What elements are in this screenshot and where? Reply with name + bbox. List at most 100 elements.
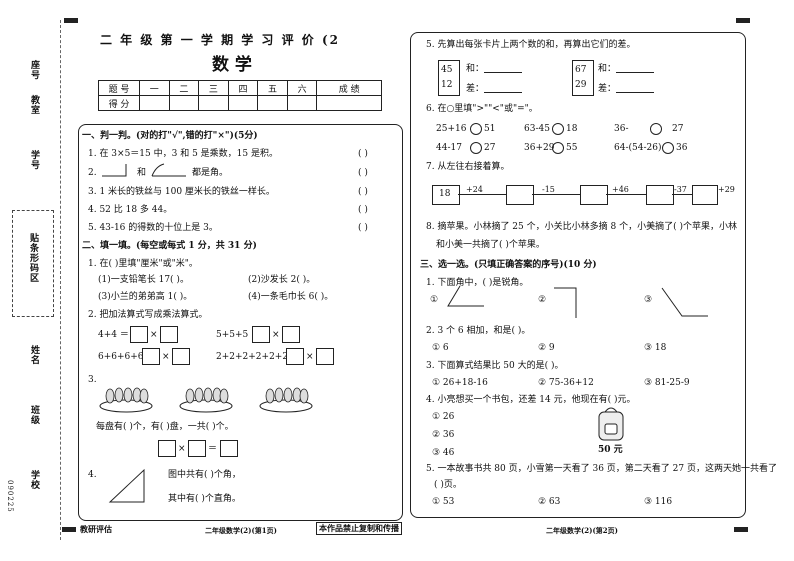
compare-circle[interactable] — [552, 123, 564, 135]
copyright-stamp: 本作品禁止复制和传播 — [316, 522, 402, 535]
score-cell[interactable] — [168, 95, 200, 111]
answer-box[interactable] — [286, 348, 304, 365]
choice-q4[interactable]: 4. 小亮想买一个书包，还差 14 元，他现在有( )元。 — [426, 395, 636, 405]
left-panel — [78, 124, 403, 521]
choice-q4-opt3[interactable]: ③ 46 — [432, 448, 455, 458]
fill-q1: 1. 在( )里填"厘米"或"米"。 — [88, 259, 198, 269]
page1-footer: 二年级数学(2)(第1页) — [205, 526, 277, 535]
chain-box[interactable] — [506, 185, 534, 205]
angle-option-2 — [554, 287, 577, 318]
times-sign: × — [178, 444, 186, 454]
answer-box[interactable] — [188, 440, 206, 457]
compare-left: 63-45 — [524, 124, 550, 134]
score-cell[interactable] — [139, 95, 170, 111]
sum-blank[interactable] — [484, 72, 522, 73]
choice-q2[interactable]: 2. 3 个 6 相加，和是( )。 — [426, 326, 531, 336]
compare-circle[interactable] — [552, 142, 564, 154]
choice-q3-opt2[interactable]: ② 75-36+12 — [538, 378, 594, 388]
score-col: 成 绩 — [316, 80, 382, 96]
option-2[interactable]: ② — [538, 295, 547, 305]
compare-circle[interactable] — [470, 123, 482, 135]
choice-q5-line2[interactable]: ( )页。 — [434, 480, 462, 490]
section3-title: 三、选一选。(只填正确答案的序号)(10 分) — [420, 260, 597, 270]
chain-op: +29 — [718, 185, 735, 194]
answer-paren[interactable]: ( ) — [358, 205, 368, 215]
answer-box[interactable] — [220, 440, 238, 457]
score-cell[interactable] — [286, 95, 318, 111]
judge-q2-num: 2. — [88, 168, 97, 178]
q8-line2[interactable]: 和小美一共摘了( )个苹果。 — [436, 240, 545, 250]
judge-q2-and: 和 — [137, 168, 147, 178]
compare-circle[interactable] — [662, 142, 674, 154]
serial-number: 090225 — [6, 480, 14, 513]
compare-circle[interactable] — [470, 142, 482, 154]
chain-box[interactable] — [692, 185, 718, 205]
choice-q5-opt2[interactable]: ② 63 — [538, 497, 561, 507]
choice-q3-opt3[interactable]: ③ 81-25-9 — [644, 378, 690, 388]
fill-q3: 3. — [88, 375, 97, 385]
name-label: 姓名 — [29, 345, 39, 365]
answer-box[interactable] — [282, 326, 300, 343]
choice-q4-opt2[interactable]: ② 36 — [432, 430, 455, 440]
diff-blank[interactable] — [484, 92, 522, 93]
diff-blank[interactable] — [616, 92, 654, 93]
choice-q2-opt1[interactable]: ① 6 — [432, 343, 449, 353]
choice-q3[interactable]: 3. 下面算式结果比 50 大的是( )。 — [426, 361, 564, 371]
judge-q5: 5. 43-16 的得数的十位上是 3。 — [88, 223, 218, 233]
fill-q1a[interactable]: (1)一支铅笔长 17( )。 — [98, 275, 189, 285]
footer-left-text: 教研评估 — [80, 524, 112, 534]
answer-paren[interactable]: ( ) — [358, 168, 368, 178]
option-1[interactable]: ① — [430, 295, 439, 305]
angle-option-1 — [447, 285, 484, 307]
choice-q2-opt3[interactable]: ③ 18 — [644, 343, 667, 353]
answer-paren[interactable]: ( ) — [358, 187, 368, 197]
chain-box[interactable] — [580, 185, 608, 205]
fill-q1b[interactable]: (2)沙发长 2( )。 — [248, 275, 316, 285]
times-sign: × — [272, 330, 280, 340]
choice-q3-opt1[interactable]: ① 26+18-16 — [432, 378, 488, 388]
judge-q3: 3. 1 米长的铁丝与 100 厘米长的铁丝一样长。 — [88, 187, 275, 197]
choice-q5-opt3[interactable]: ③ 116 — [644, 497, 673, 507]
page2-footer: 二年级数学(2)(第2页) — [546, 526, 618, 535]
answer-paren[interactable]: ( ) — [358, 149, 368, 159]
footer-mark — [734, 527, 748, 532]
answer-box[interactable] — [158, 440, 176, 457]
times-sign: × — [150, 330, 158, 340]
compare-right: 27 — [672, 124, 684, 134]
choice-q5-opt1[interactable]: ① 53 — [432, 497, 455, 507]
answer-box[interactable] — [172, 348, 190, 365]
score-cell[interactable] — [198, 95, 229, 111]
chain-start-value: 18 — [439, 189, 451, 199]
score-cell[interactable] — [257, 95, 288, 111]
choice-q2-opt2[interactable]: ② 9 — [538, 343, 555, 353]
pear-plate-icon — [179, 387, 233, 413]
chain-box[interactable] — [646, 185, 674, 205]
card-number: 12 — [441, 80, 453, 90]
diff-label: 差： — [598, 84, 617, 94]
fill-q1c[interactable]: (3)小兰的弟弟高 1( )。 — [98, 292, 193, 302]
compare-left: 36- — [614, 124, 629, 134]
answer-box[interactable] — [160, 326, 178, 343]
answer-box[interactable] — [130, 326, 148, 343]
choice-q4-opt1[interactable]: ① 26 — [432, 412, 455, 422]
score-cell[interactable] — [227, 95, 259, 111]
fill-q4a[interactable]: 图中共有( )个角， — [168, 470, 241, 480]
q8-line1[interactable]: 8. 摘苹果。小林摘了 25 个，小关比小林多摘 8 个，小美摘了( )个苹果，… — [426, 222, 737, 232]
score-col: 四 — [227, 80, 259, 96]
fill-q3-text[interactable]: 每盘有( )个，有( )盘，一共( )个。 — [96, 422, 234, 432]
barcode-area: 贴条形码区 — [12, 210, 54, 317]
answer-box[interactable] — [316, 348, 334, 365]
answer-box[interactable] — [252, 326, 270, 343]
sum-blank[interactable] — [616, 72, 654, 73]
choice-q1[interactable]: 1. 下面角中，( )是锐角。 — [426, 278, 529, 288]
seat-label: 座号 — [29, 60, 39, 80]
fill-q4b[interactable]: 其中有( )个直角。 — [168, 494, 241, 504]
fill-q1d[interactable]: (4)一条毛巾长 6( )。 — [248, 292, 334, 302]
right-triangle-icon — [108, 468, 145, 503]
judge-q4: 4. 52 比 18 多 44。 — [88, 205, 173, 215]
compare-circle[interactable] — [650, 123, 662, 135]
option-3[interactable]: ③ — [644, 295, 653, 305]
score-cell[interactable] — [316, 95, 382, 111]
answer-box[interactable] — [142, 348, 160, 365]
answer-paren[interactable]: ( ) — [358, 223, 368, 233]
